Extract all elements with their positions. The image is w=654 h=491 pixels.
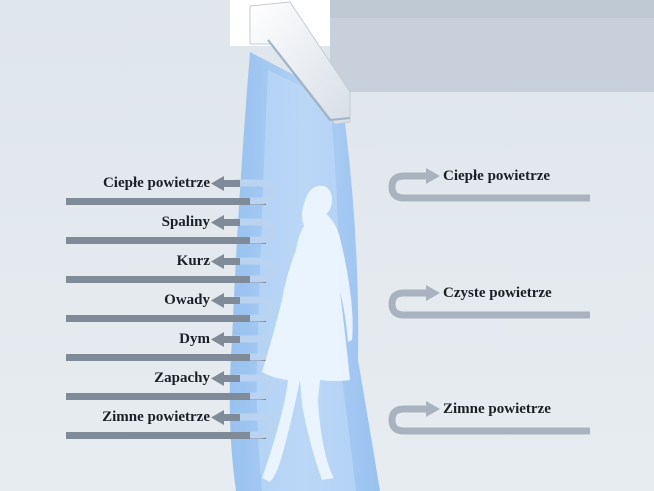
right-arrow-cold-air xyxy=(388,401,590,435)
label-left-dust: Kurz xyxy=(176,253,210,269)
air-curtain-unit xyxy=(249,1,351,125)
label-left-smoke: Dym xyxy=(179,331,210,347)
right-arrow-warm-air xyxy=(388,168,590,202)
left-arrow-warm-air xyxy=(66,176,276,205)
label-left-warm-air: Ciepłe powietrze xyxy=(102,175,210,191)
person-silhouette xyxy=(262,185,353,482)
right-arrow-clean-air xyxy=(388,285,590,319)
left-arrow-exhaust xyxy=(66,215,276,244)
ceiling-edge xyxy=(330,0,654,18)
left-arrow-dust xyxy=(66,254,276,283)
label-left-odors: Zapachy xyxy=(154,370,210,386)
label-right-warm-air: Ciepłe powietrze xyxy=(443,168,551,184)
label-left-insects: Owady xyxy=(164,292,210,308)
right-arrows xyxy=(388,168,590,435)
unit-vent xyxy=(267,39,351,122)
label-left-cold-air: Zimne powietrze xyxy=(102,409,210,425)
label-left-exhaust: Spaliny xyxy=(161,214,210,230)
label-right-clean-air: Czyste powietrze xyxy=(443,285,552,301)
left-arrow-insects xyxy=(66,293,276,322)
left-arrow-odors xyxy=(66,371,276,400)
left-arrow-cold-air xyxy=(66,410,276,439)
left-arrows xyxy=(66,176,276,439)
label-right-cold-air: Zimne powietrze xyxy=(443,401,551,417)
